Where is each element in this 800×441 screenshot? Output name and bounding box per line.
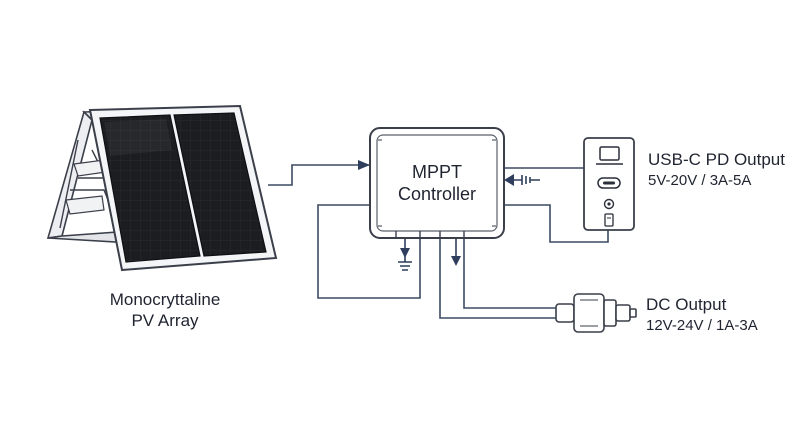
usb-output-title: USB-C PD Output (648, 150, 785, 169)
usb-port-device-icon (583, 137, 635, 231)
pv-array-label-line1: Monocryttaline (109, 290, 221, 309)
pv-array-label-line2: PV Array (131, 311, 199, 330)
dc-output-title: DC Output (646, 295, 727, 314)
laptop-icon (596, 146, 623, 165)
small-plug-icon (604, 213, 614, 227)
usb-output-spec: 5V-20V / 3A-5A (648, 172, 752, 189)
usb-arrow-icon (504, 174, 514, 186)
round-port-icon (603, 198, 615, 210)
input-arrow-icon (358, 160, 370, 170)
solar-panel-icon (46, 104, 278, 272)
wiring (268, 164, 609, 319)
controller-line1: MPPT (411, 162, 462, 182)
controller-line2: Controller (397, 184, 477, 204)
usb-c-port-icon (597, 177, 621, 189)
ground-arrow-icon (400, 248, 410, 258)
mppt-controller (369, 127, 505, 239)
dc-output-spec: 12V-24V / 1A-3A (646, 317, 758, 334)
dc-down-arrow-icon (451, 256, 461, 266)
dc-connector-icon (555, 293, 637, 333)
usb-arrow-stem (512, 175, 531, 185)
